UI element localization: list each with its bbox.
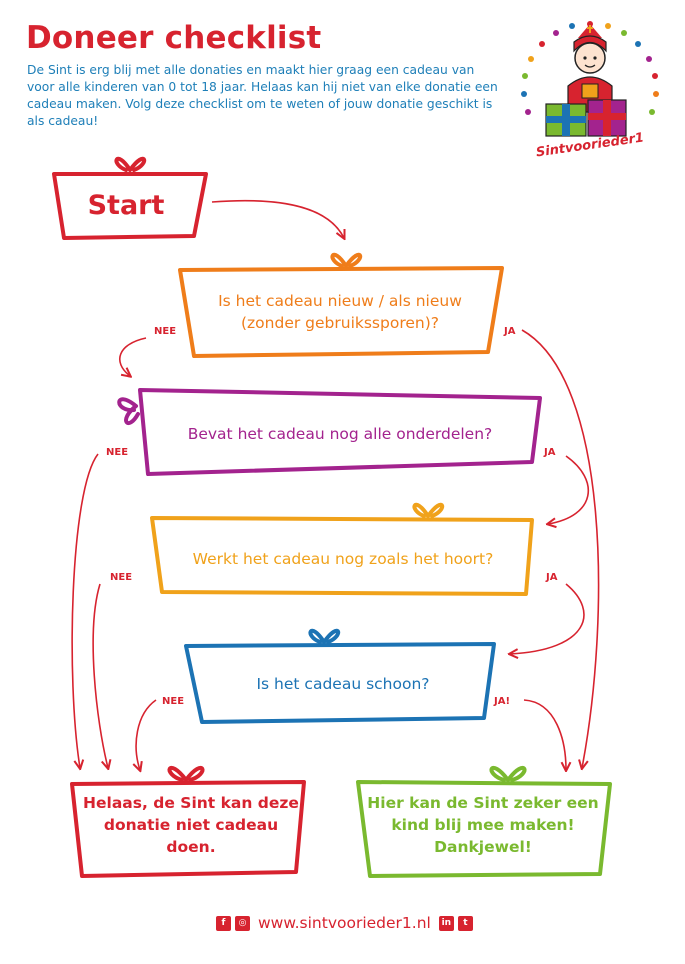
twitter-icon[interactable]: t — [457, 915, 473, 931]
arrow-q3-yes — [510, 583, 585, 654]
q2-yes-label: JA — [544, 447, 556, 458]
sint-logo: Sintvoorieder1 — [516, 16, 664, 164]
question-3-label: Werkt het cadeau nog zoals het hoort? — [192, 550, 494, 568]
q3-no-label: NEE — [110, 572, 133, 583]
q4-bow-icon — [308, 628, 340, 644]
question-4-label: Is het cadeau schoon? — [256, 675, 430, 693]
q1-no-label: NEE — [154, 326, 177, 337]
page-title: Doneer checklist — [26, 20, 322, 56]
q2-bow-icon — [117, 397, 140, 426]
q3-yes-label: JA — [546, 572, 558, 583]
website-link[interactable]: www.sintvoorieder1.nl — [258, 914, 431, 932]
facebook-icon[interactable]: f — [216, 915, 231, 931]
question-1-label: Is het cadeau nieuw / als nieuw (zonder … — [218, 292, 462, 332]
arrow-q4-no — [136, 699, 157, 770]
end-yes-label: Hier kan de Sint zeker een kind blij mee… — [367, 794, 599, 856]
start-label: Start — [87, 189, 165, 221]
q3-bow-icon — [412, 502, 444, 518]
footer: f ◎ www.sintvoorieder1.nl in t — [216, 912, 473, 934]
q1-bow-icon — [330, 252, 362, 268]
end-no-bow-icon — [167, 766, 205, 782]
arrow-q1-no — [119, 337, 147, 376]
instagram-icon[interactable]: ◎ — [235, 915, 250, 931]
question-2-label: Bevat het cadeau nog alle onderdelen? — [187, 425, 493, 443]
q4-yes-label: JA! — [494, 696, 511, 707]
arrow-q2-no — [71, 453, 99, 768]
sint-logo-icon — [521, 21, 659, 137]
logo-dot-ring — [521, 21, 659, 115]
q4-no-label: NEE — [162, 696, 185, 707]
q1-yes-label: JA — [504, 326, 516, 337]
q2-no-label: NEE — [106, 447, 129, 458]
arrow-start-q1 — [211, 199, 344, 238]
linkedin-icon[interactable]: in — [438, 915, 454, 931]
end-no-label: Helaas, de Sint kan deze donatie niet ca… — [83, 794, 299, 856]
start-bow-icon — [114, 156, 146, 172]
arrow-q2-yes — [548, 455, 590, 524]
arrow-q1-yes — [521, 329, 600, 768]
end-yes-bow-icon — [489, 766, 527, 782]
arrow-q4-yes — [523, 699, 566, 770]
intro-text: De Sint is erg blij met alle donaties en… — [27, 63, 498, 128]
arrow-q3-no — [92, 583, 108, 768]
